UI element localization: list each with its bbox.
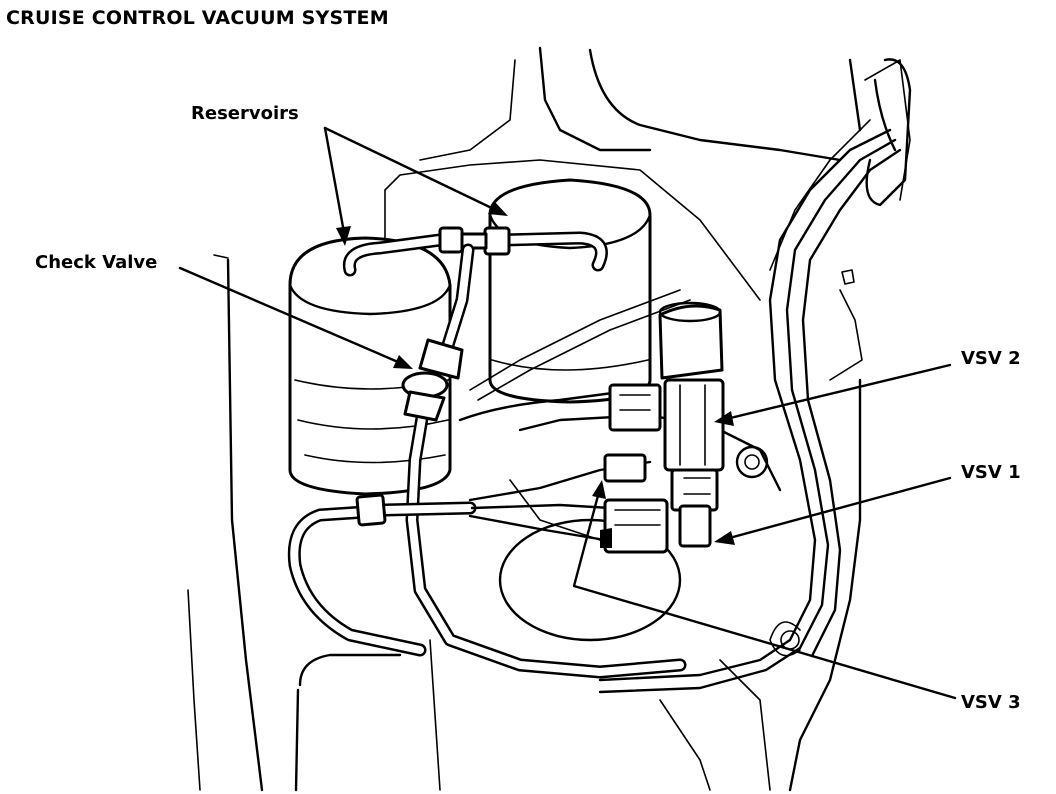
vsv3-valve [600, 453, 669, 554]
label-vsv1: VSV 1 [961, 462, 1021, 483]
label-check-valve: Check Valve [35, 252, 157, 273]
vsv2-valve [608, 301, 725, 472]
wiring-harness [598, 58, 912, 694]
check-valve [401, 338, 464, 422]
diagram-title: CRUISE CONTROL VACUUM SYSTEM [6, 7, 389, 29]
engine-bay-structure [187, 46, 911, 792]
label-vsv3: VSV 3 [961, 692, 1021, 713]
front-reservoir [288, 236, 452, 496]
label-vsv2: VSV 2 [961, 348, 1021, 369]
vsv1-valve [670, 468, 719, 548]
callout-leaders [178, 126, 957, 700]
label-reservoirs: Reservoirs [191, 103, 299, 124]
check-valve-hose [405, 243, 687, 679]
reservoir-connector-hose [342, 226, 608, 277]
lower-vacuum-hose [287, 493, 477, 657]
